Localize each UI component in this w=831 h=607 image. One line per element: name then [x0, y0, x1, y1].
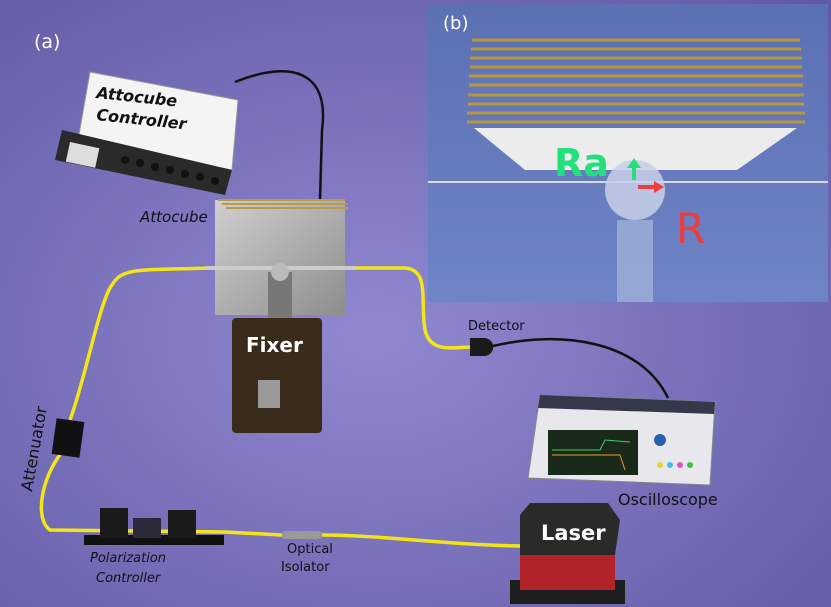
ra-label: Ra — [554, 141, 609, 185]
panel-a-label: (a) — [34, 31, 60, 53]
isolator-label-line2: Isolator — [281, 560, 330, 575]
isolator-label-line1: Optical — [287, 542, 333, 557]
laser-label: Laser — [541, 521, 606, 545]
controller-cable — [234, 70, 325, 201]
laser — [510, 503, 625, 604]
attocube — [205, 199, 355, 318]
fixer-label: Fixer — [246, 333, 303, 357]
detector — [470, 338, 494, 356]
optical-fiber — [39, 266, 523, 548]
inset-panel-b — [428, 4, 828, 302]
detector-cable — [492, 337, 670, 399]
detector-label: Detector — [468, 319, 525, 334]
panel-b-label: (b) — [443, 13, 468, 34]
oscilloscope — [527, 394, 716, 486]
attenuator — [51, 418, 85, 458]
r-label: R — [676, 204, 705, 253]
fixer — [232, 318, 322, 433]
attocube-label: Attocube — [139, 208, 208, 226]
polarization-label-line1: Polarization — [90, 551, 166, 566]
polarization-label-line2: Controller — [96, 571, 162, 586]
oscilloscope-label: Oscilloscope — [618, 490, 718, 509]
attocube-controller: Attocube Controller — [55, 71, 239, 195]
optical-isolator — [282, 531, 322, 539]
polarization-controller — [84, 508, 224, 545]
